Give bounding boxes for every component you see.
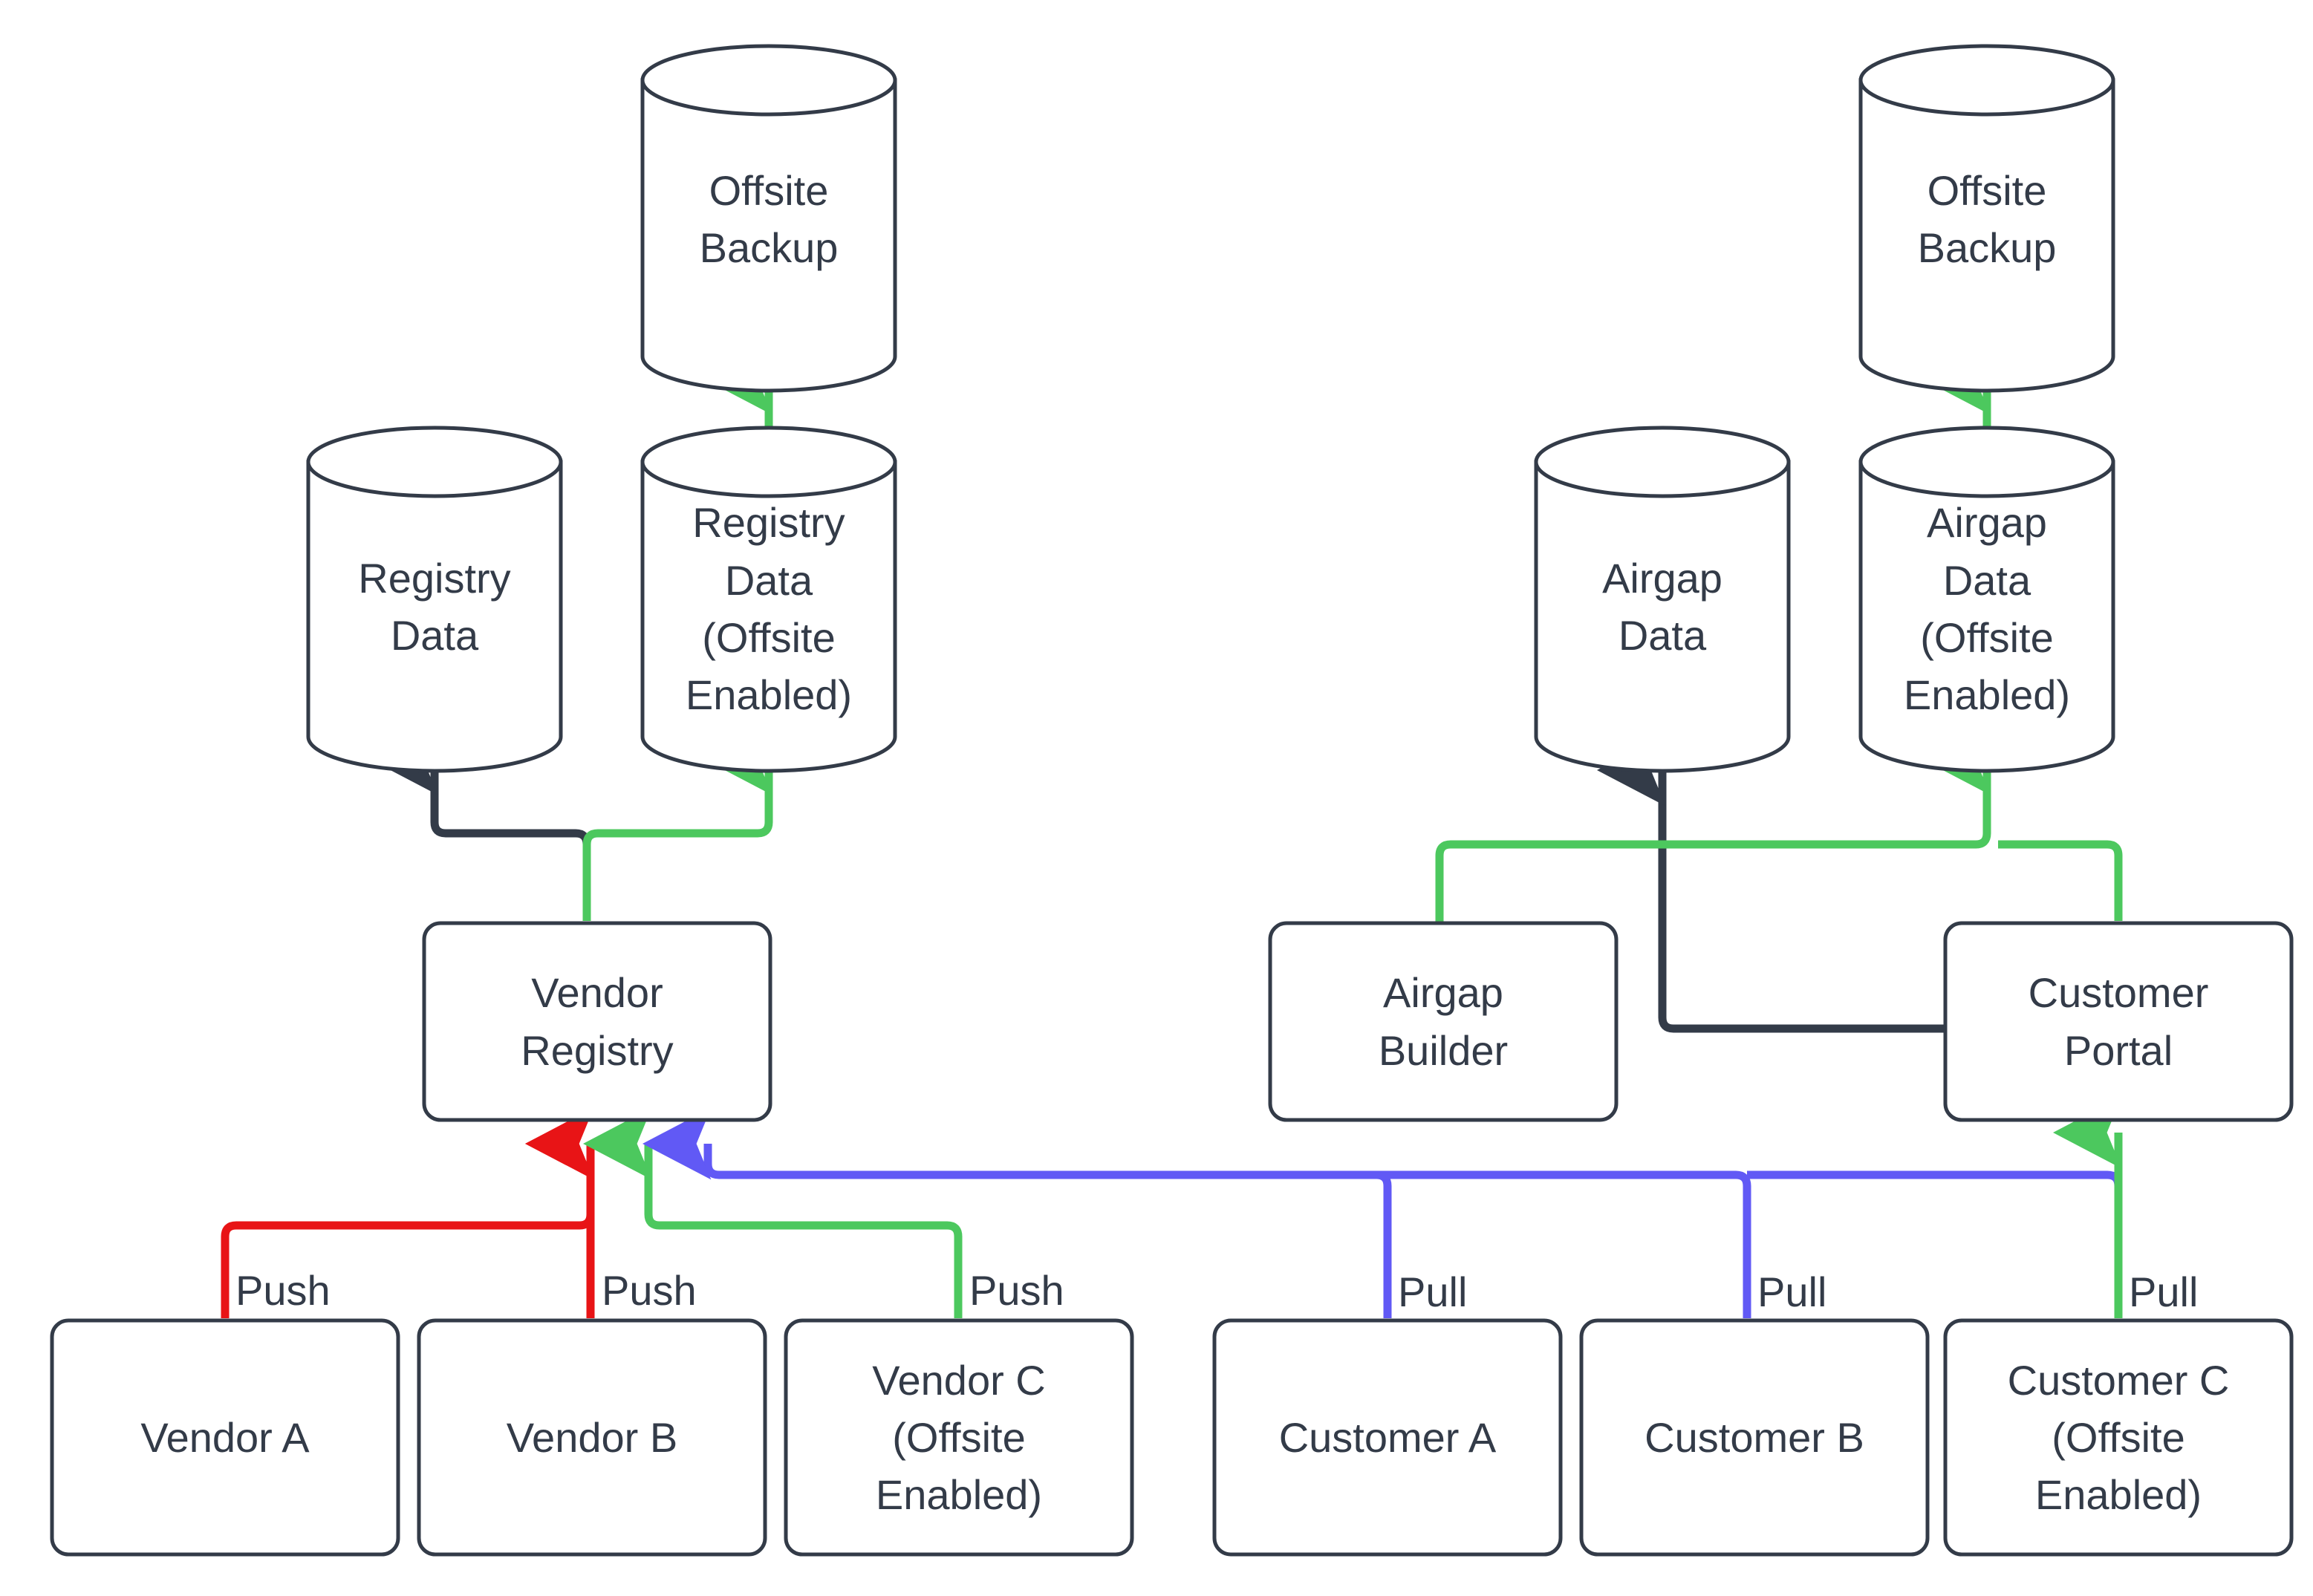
node-vendor-c[interactable] — [784, 1318, 1134, 1557]
node-vendor-registry[interactable] — [422, 921, 772, 1122]
node-offsite-backup-left[interactable] — [640, 44, 897, 393]
edge-customer-c-trunk-blue — [1747, 1170, 2123, 1187]
node-customer-c[interactable] — [1943, 1318, 2294, 1557]
node-customer-a[interactable] — [1212, 1318, 1563, 1557]
edge-vendor-registry-to-registry-data — [368, 723, 591, 921]
edge-label-vendor-a-push: Push — [235, 1267, 331, 1314]
edge-label-customer-a-pull: Pull — [1398, 1268, 1468, 1315]
edge-label-vendor-c-push: Push — [969, 1267, 1064, 1314]
edge-label-customer-b-pull: Pull — [1757, 1268, 1827, 1315]
edge-customer-b-pull — [719, 1170, 1751, 1318]
node-registry-data[interactable] — [306, 426, 563, 773]
edge-label-customer-c-pull: Pull — [2129, 1268, 2199, 1315]
edge-customer-portal-to-airgap-data — [1596, 734, 1946, 1033]
node-airgap-data[interactable] — [1534, 426, 1791, 773]
edge-label-vendor-b-push: Push — [602, 1267, 697, 1314]
node-vendor-b[interactable] — [417, 1318, 767, 1557]
node-customer-portal[interactable] — [1943, 921, 2294, 1122]
node-airgap-data-offsite[interactable] — [1858, 426, 2115, 773]
edge-vendor-registry-to-registry-data-offsite — [582, 723, 773, 921]
node-customer-b[interactable] — [1579, 1318, 1930, 1557]
node-registry-data-offsite[interactable] — [640, 426, 897, 773]
edge-customer-portal-to-airgap-data-offsite — [1998, 840, 2123, 921]
edge-vendor-c-push — [582, 1107, 963, 1318]
node-vendor-a[interactable] — [50, 1318, 400, 1557]
node-offsite-backup-right[interactable] — [1858, 44, 2115, 393]
node-airgap-builder[interactable] — [1268, 921, 1619, 1122]
edge-airgap-builder-to-airgap-data-offsite — [1435, 723, 1991, 925]
